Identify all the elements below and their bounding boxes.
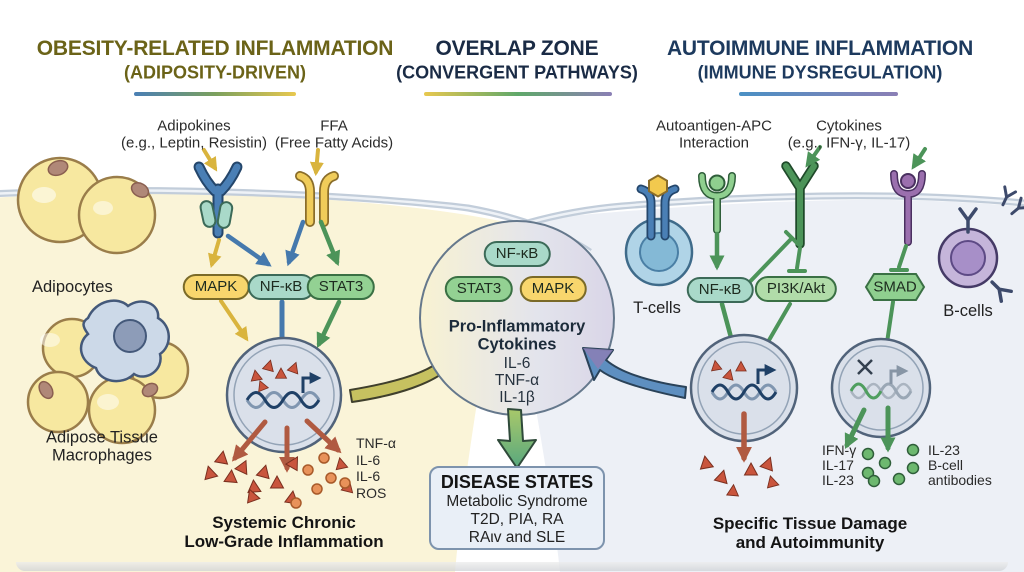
ffa-receptor-icon [295, 171, 339, 227]
disease-states-box: DISEASE STATES Metabolic Syndrome T2D, P… [429, 466, 605, 550]
cytokines-label: Cytokines (e.g., IFN-γ, IL-17) [787, 117, 911, 152]
inhibitory-receptor-icon [781, 161, 819, 249]
section-underline-center [424, 92, 612, 96]
disease-line-3: RAιv and SLE [468, 529, 566, 546]
dna-icon-left [245, 372, 322, 409]
nfkb-pill-center: NF-κB [483, 241, 551, 267]
section-underline-right [739, 92, 898, 96]
cytokine-scatter-right [699, 455, 780, 497]
secretion-arrows-left [231, 418, 342, 473]
section-title-right: AUTOIMMUNE INFLAMMATION [666, 37, 974, 60]
section-underline-left [134, 92, 296, 96]
macrophages-label: Adipose Tissue Macrophages [46, 428, 158, 465]
stat3-pill-center: STAT3 [444, 276, 514, 302]
secretion-arrows-right2 [844, 405, 896, 453]
ligand-arrows-right [805, 145, 927, 170]
dna-icon-right2 [849, 359, 913, 400]
signal-arrows-left [208, 219, 342, 361]
transcription-arrow-icon [756, 364, 777, 384]
ligand-arrows-left [202, 148, 324, 177]
ffa-label: FFA (Free Fatty Acids) [274, 117, 394, 152]
section-subtitle-right: (IMMUNE DYSREGULATION) [697, 62, 943, 83]
nuclear-cytokine-triangles [250, 359, 299, 393]
outputs-left-list: TNF-α IL-6 IL-6 ROS [356, 435, 396, 501]
blocked-x-icon [857, 359, 873, 375]
outputs-right-list-a: IFN-γ IL-17 IL-23 [822, 442, 857, 488]
green-receptor-icon [698, 172, 736, 234]
purple-receptor-icon [890, 170, 926, 246]
section-subtitle-center: (CONVERGENT PATHWAYS) [396, 62, 638, 83]
transcription-arrow-gray-icon [889, 365, 909, 384]
adipocyte-cells-icon [16, 156, 157, 255]
nfkb-pill-right: NF-κB [686, 277, 754, 303]
autoantigen-label: Autoantigen-APC Interaction [656, 117, 772, 152]
disease-line-2: T2D, PIA, RA [470, 511, 564, 528]
antibody-icon [958, 185, 1024, 303]
b-cell-icon [937, 185, 1024, 303]
adipokine-receptor-icon [193, 161, 243, 239]
overlap-heading-line2: Cytokines [477, 335, 557, 354]
autoantigen-hexagon-icon [648, 174, 668, 198]
outcome-right-line2: and Autoimmunity [735, 533, 885, 552]
outcome-right-line1: Specific Tissue Damage [712, 514, 908, 533]
nfkb-pill-left: NF-κB [247, 274, 315, 300]
green-cytokine-dots [861, 443, 920, 488]
disease-line-1: Metabolic Syndrome [446, 493, 588, 510]
transcription-arrow-icon [301, 372, 322, 393]
outcome-left-line1: Systemic Chronic [212, 513, 356, 532]
outcome-left-line2: Low-Grade Inflammation [184, 532, 384, 551]
t-cell-icon [624, 217, 694, 287]
section-subtitle-left: (ADIPOSITY-DRIVEN) [123, 62, 307, 83]
ros-dots [290, 452, 351, 509]
nucleus-right2-icon [830, 337, 932, 439]
macrophage-cluster-icon [26, 299, 190, 445]
cytokine-scatter-left [204, 450, 354, 509]
t-cells-label: T-cells [633, 298, 681, 317]
dna-icon-right1 [710, 364, 778, 401]
overlap-item-tnfa: TNF-α [494, 372, 540, 389]
overlap-item-il1b: IL-1β [499, 389, 535, 406]
smad-hexagon-shape [864, 273, 926, 301]
b-cells-label: B-cells [943, 301, 993, 320]
smad-pill-right: SMAD [873, 278, 917, 296]
outputs-right-list-b: IL-23 B-cell antibodies [928, 442, 992, 488]
green-down-arrow-icon [497, 408, 537, 469]
adipocytes-label: Adipocytes [32, 278, 113, 296]
pi3k-pill-right: PI3K/Akt [754, 276, 838, 302]
autoantigen-receptor-icon [636, 174, 680, 241]
section-title-center: OVERLAP ZONE [435, 37, 599, 60]
mapk-pill-left: MAPK [182, 274, 250, 300]
adipokines-label: Adipokines (e.g., Leptin, Resistin) [121, 117, 267, 152]
stat3-pill-left: STAT3 [306, 274, 376, 300]
illustration-bottom-edge [16, 562, 1008, 571]
overlap-heading-line1: Pro-Inflammatory [448, 317, 586, 336]
mapk-pill-center: MAPK [519, 276, 587, 302]
overlap-item-il6: IL-6 [503, 355, 531, 372]
disease-states-title: DISEASE STATES [440, 472, 594, 492]
blue-curved-arrow-icon [582, 347, 687, 399]
section-title-left: OBESITY-RELATED INFLAMMATION [36, 37, 394, 60]
